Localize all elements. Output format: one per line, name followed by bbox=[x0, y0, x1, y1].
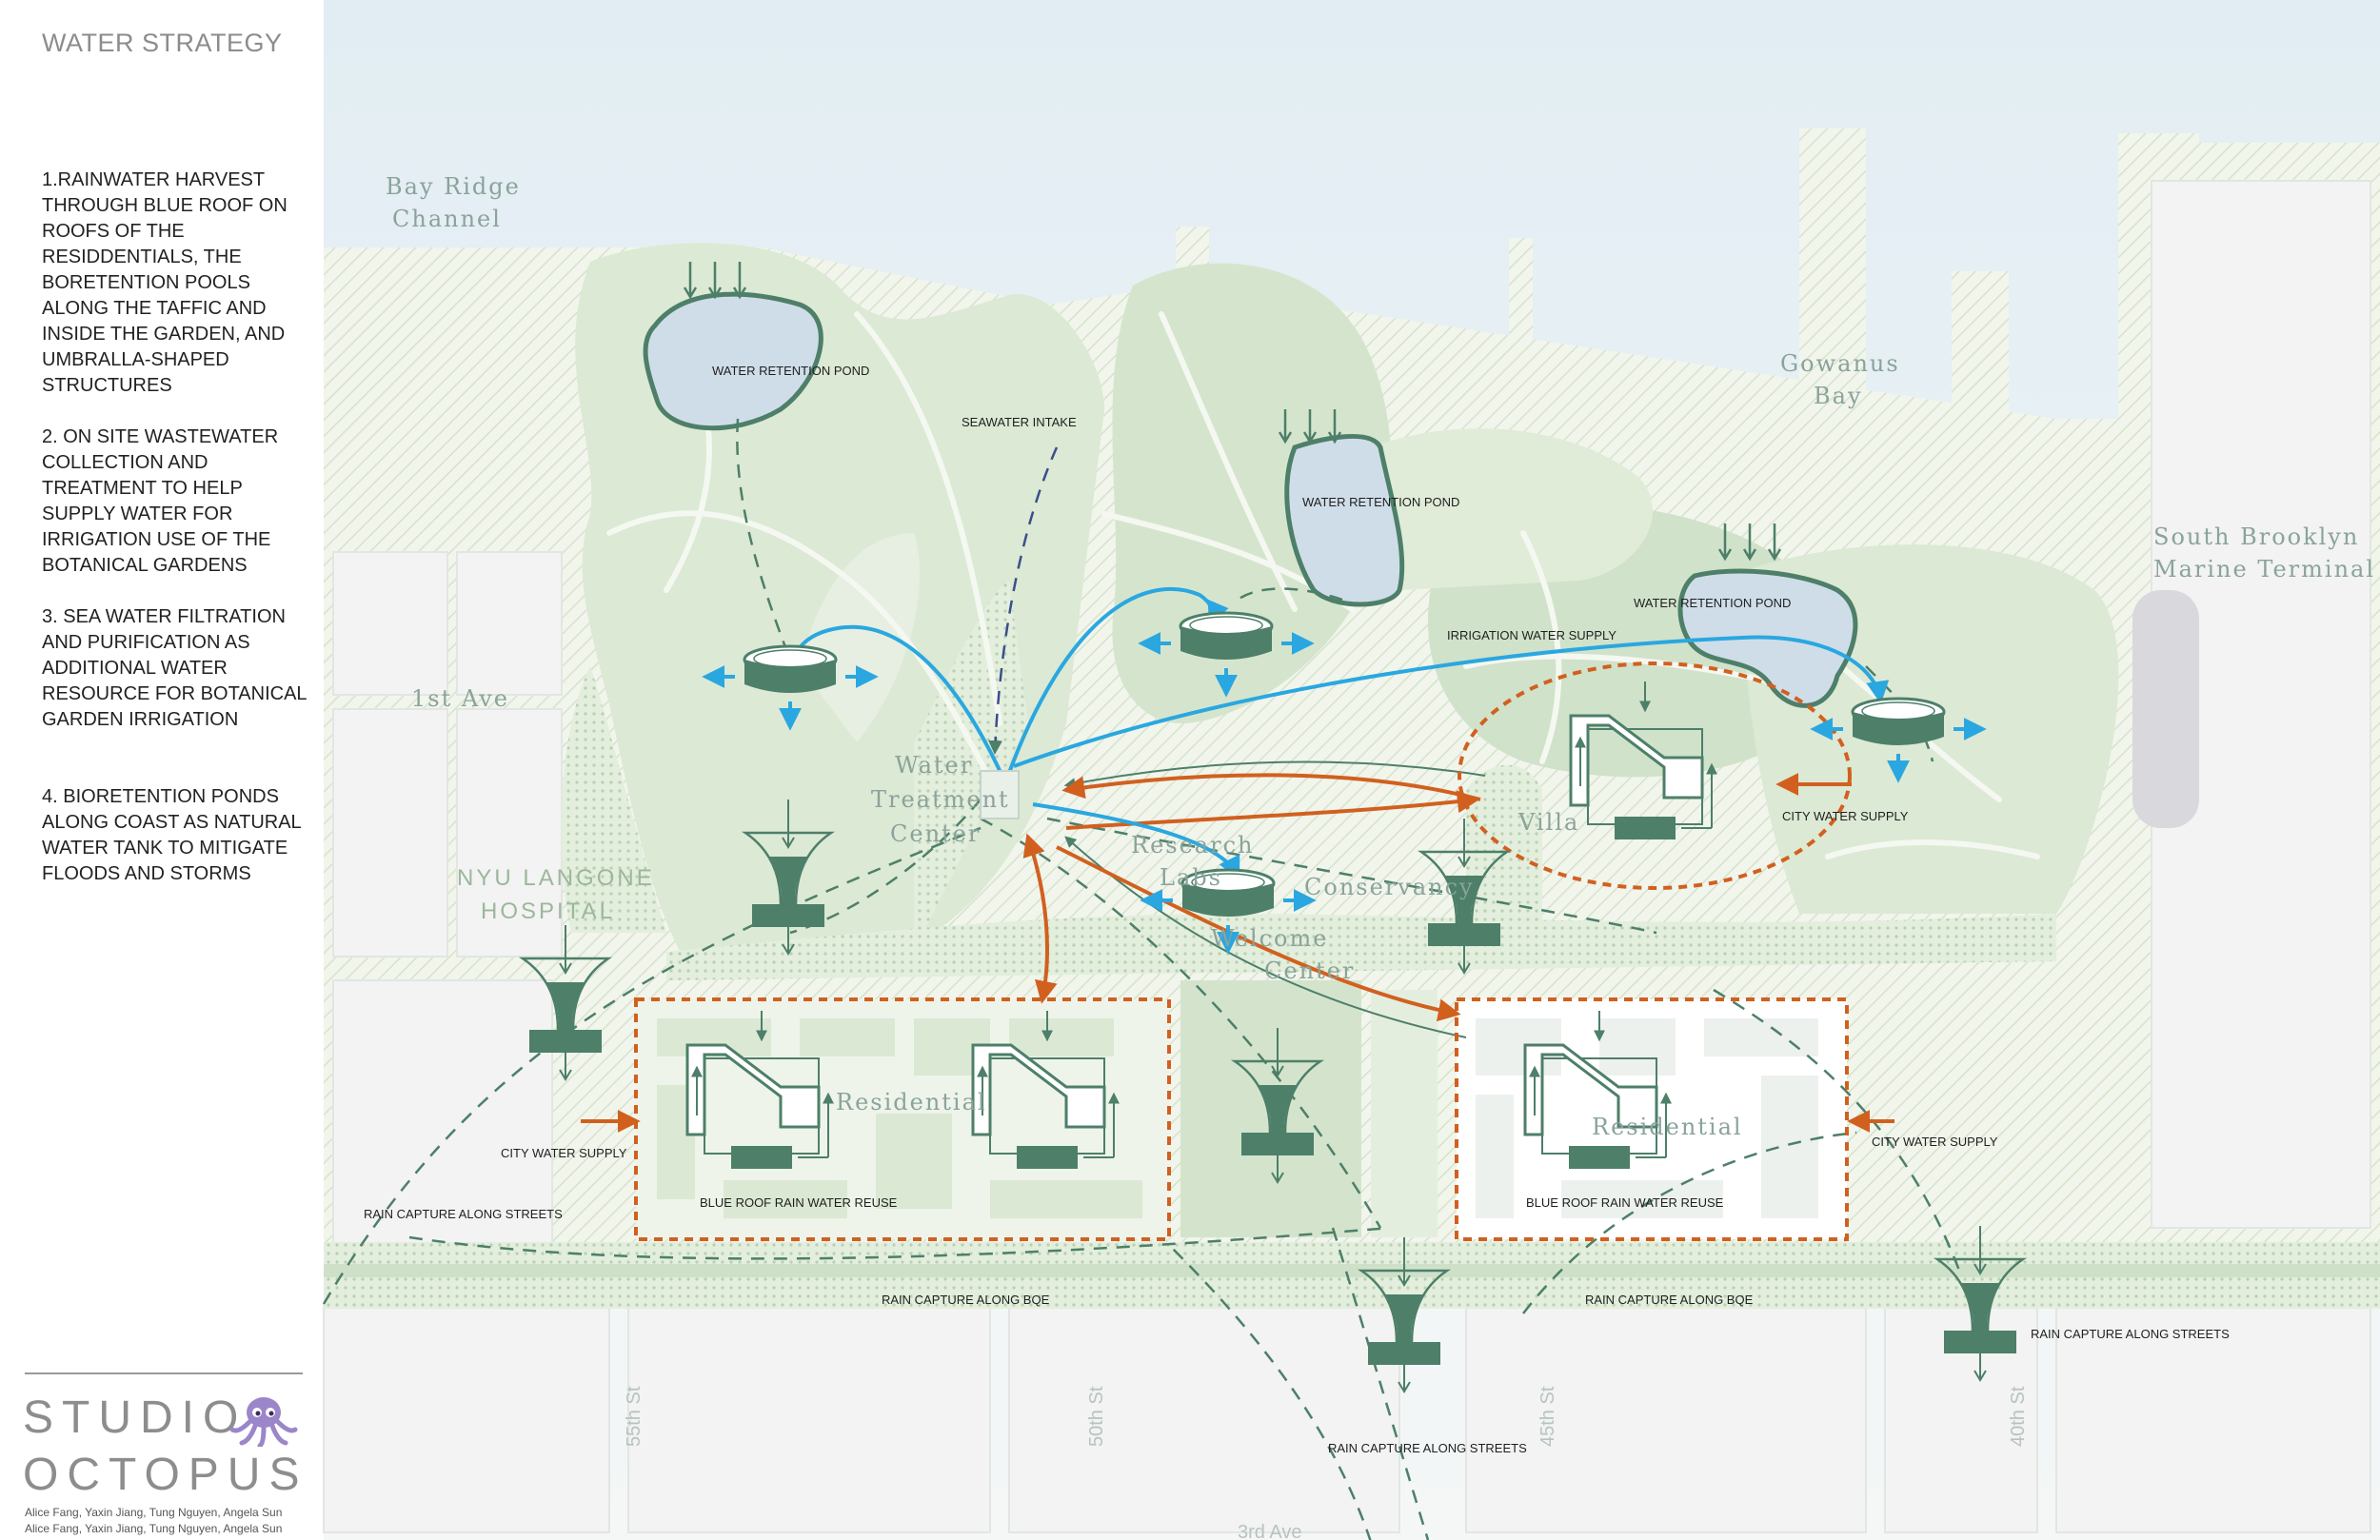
place-center: Center bbox=[890, 820, 981, 847]
city-water-arrows bbox=[581, 773, 1894, 1133]
label-city-water-left: CITY WATER SUPPLY bbox=[501, 1146, 627, 1160]
strategy-item-4: 4. BIORETENTION PONDS ALONG COAST AS NAT… bbox=[42, 786, 301, 884]
place-treatment: Treatment bbox=[871, 786, 1010, 813]
label-irrigation-supply: IRRIGATION WATER SUPPLY bbox=[1447, 628, 1616, 642]
place-marine-terminal: Marine Terminal bbox=[2153, 556, 2375, 582]
place-conservancy: Conservancy bbox=[1304, 874, 1475, 900]
place-first-ave: 1st Ave bbox=[411, 685, 509, 712]
label-rain-streets-bottom: RAIN CAPTURE ALONG STREETS bbox=[1328, 1441, 1527, 1455]
place-villa: Villa bbox=[1517, 809, 1579, 836]
place-research: Research bbox=[1131, 832, 1254, 859]
street-55th: 55th St bbox=[624, 1386, 645, 1447]
label-rain-bqe-2: RAIN CAPTURE ALONG BQE bbox=[1585, 1293, 1754, 1307]
label-retention-pond-1: WATER RETENTION POND bbox=[712, 364, 869, 378]
place-bay: Bay bbox=[1814, 383, 1863, 409]
annotation-labels: WATER RETENTION POND WATER RETENTION PON… bbox=[364, 364, 2230, 1455]
place-welcome: Welcome bbox=[1211, 925, 1328, 952]
place-south-brooklyn: South Brooklyn bbox=[2153, 523, 2359, 550]
rain-arrows-icon bbox=[683, 262, 1782, 562]
label-city-water-villa: CITY WATER SUPPLY bbox=[1782, 809, 1909, 823]
place-residential-1: Residential bbox=[836, 1089, 987, 1116]
place-welcome-center: Center bbox=[1264, 958, 1355, 984]
city-blocks bbox=[323, 180, 2371, 1533]
villa-boundary bbox=[1458, 661, 1852, 890]
street-40th: 40th St bbox=[2008, 1386, 2029, 1447]
residential-boundary-1 bbox=[634, 997, 1171, 1241]
place-gowanus: Gowanus bbox=[1780, 350, 1900, 377]
label-rain-bqe-1: RAIN CAPTURE ALONG BQE bbox=[882, 1293, 1050, 1307]
treatment-center-building bbox=[980, 770, 1020, 819]
street-names: 55th St 50th St 45th St 40th St 3rd Ave bbox=[624, 1386, 2029, 1540]
strategy-item-1: 1.RAINWATER HARVEST THROUGH BLUE ROOF ON… bbox=[42, 169, 288, 396]
document-title: WATER STRATEGY bbox=[42, 29, 283, 57]
label-rain-streets-right: RAIN CAPTURE ALONG STREETS bbox=[2031, 1327, 2230, 1341]
place-channel: Channel bbox=[392, 206, 502, 232]
irrigation-arrows bbox=[783, 586, 1890, 880]
street-3rd-ave: 3rd Ave bbox=[1238, 1522, 1301, 1540]
label-rain-streets-left: RAIN CAPTURE ALONG STREETS bbox=[364, 1207, 563, 1221]
label-seawater-intake: SEAWATER INTAKE bbox=[962, 415, 1077, 429]
label-retention-pond-3: WATER RETENTION POND bbox=[1634, 596, 1791, 610]
label-blue-roof-2: BLUE ROOF RAIN WATER REUSE bbox=[1526, 1195, 1724, 1210]
studio-logo-line-2: OCTOPUS bbox=[23, 1450, 308, 1500]
place-water: Water bbox=[895, 752, 973, 779]
place-hospital: HOSPITAL bbox=[481, 898, 615, 924]
place-labs: Labs bbox=[1160, 864, 1222, 891]
place-residential-2: Residential bbox=[1592, 1114, 1743, 1140]
studio-divider bbox=[25, 1372, 303, 1374]
credits-line-2: Alice Fang, Yaxin Jiang, Tung Nguyen, An… bbox=[25, 1522, 283, 1535]
place-bay-ridge: Bay Ridge bbox=[386, 173, 521, 200]
studio-logo-line-1: STUDIO bbox=[23, 1392, 248, 1443]
dashed-flow-lines bbox=[322, 418, 1963, 1540]
retention-pond-2 bbox=[1284, 434, 1405, 607]
place-names: Bay Ridge Channel Gowanus Bay South Broo… bbox=[386, 173, 2375, 1140]
label-retention-pond-2: WATER RETENTION POND bbox=[1302, 495, 1459, 509]
residential-boundary-2 bbox=[1455, 997, 1849, 1241]
label-blue-roof-1: BLUE ROOF RAIN WATER REUSE bbox=[700, 1195, 898, 1210]
bqe-roadway bbox=[324, 1264, 2380, 1277]
octopus-logo-icon bbox=[229, 1397, 298, 1447]
credits-line-1: Alice Fang, Yaxin Jiang, Tung Nguyen, An… bbox=[25, 1506, 283, 1519]
sidebar: WATER STRATEGY 1.RAINWATER HARVEST THROU… bbox=[0, 0, 324, 1540]
street-45th: 45th St bbox=[1537, 1386, 1558, 1447]
strategy-item-2: 2. ON SITE WASTEWATER COLLECTION AND TRE… bbox=[42, 426, 279, 576]
street-50th: 50th St bbox=[1086, 1386, 1107, 1447]
label-city-water-right: CITY WATER SUPPLY bbox=[1872, 1135, 1998, 1149]
terminal-basin bbox=[2132, 590, 2199, 828]
place-nyu-langone: NYU LANGONE bbox=[457, 865, 655, 891]
strategy-item-3: 3. SEA WATER FILTRATION AND PURIFICATION… bbox=[42, 606, 307, 730]
